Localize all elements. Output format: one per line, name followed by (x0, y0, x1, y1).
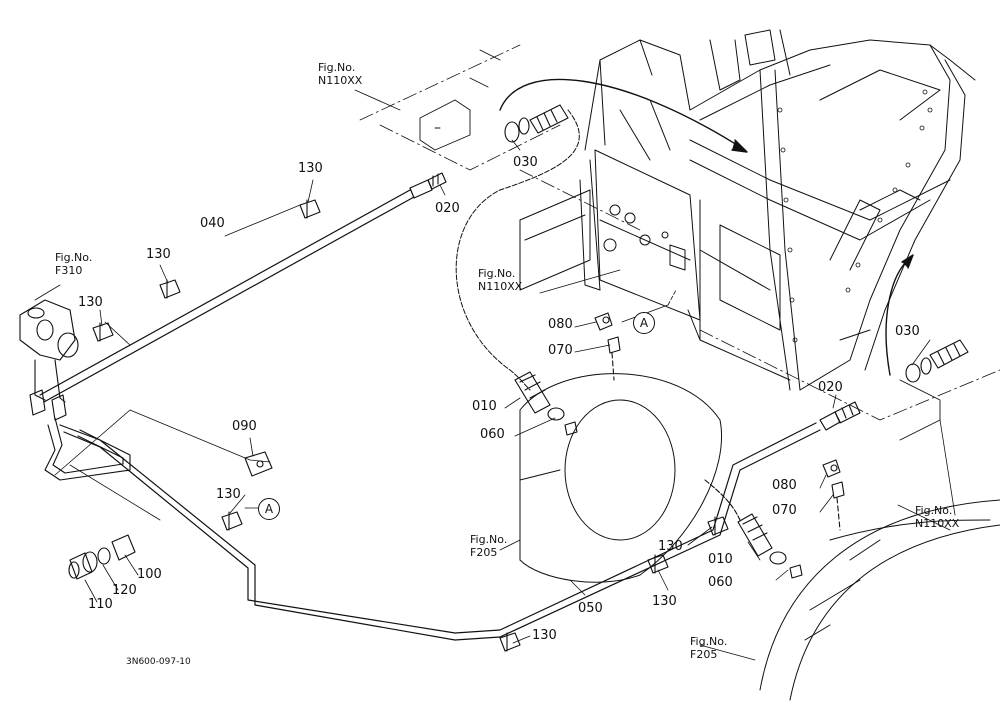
fig-ref-line1: Fig.No. (915, 504, 953, 517)
fig-ref-f205-mid: Fig.No. F205 (470, 533, 508, 559)
part-label-090: 090 (232, 419, 257, 434)
fitting-030-top (504, 104, 569, 143)
part-label-020: 020 (818, 380, 843, 395)
tube-loop (44, 417, 131, 481)
fitting-020-top (427, 172, 447, 190)
part-label-010: 010 (472, 399, 497, 414)
part-label-120: 120 (112, 583, 137, 598)
fig-ref-line2: F205 (690, 647, 718, 661)
part-label-070: 070 (772, 503, 797, 518)
view-marker-a: A (258, 498, 280, 520)
clip-130-a (299, 199, 321, 219)
part-label-110: 110 (88, 597, 113, 612)
fig-ref-f205-bottom: Fig.No. F205 (690, 635, 728, 661)
part-label-050: 050 (578, 601, 603, 616)
bracket-panel (519, 149, 701, 321)
fig-ref-f310: Fig.No. F310 (55, 251, 93, 277)
fig-ref-line1: Fig.No. (55, 251, 93, 264)
drawing-number: 3N600-097-10 (126, 657, 191, 667)
part-label-130: 130 (78, 295, 103, 310)
fig-ref-n110xx-mid: Fig.No. N110XX (478, 267, 523, 293)
move-arrows (499, 78, 914, 376)
hose-end-010-mid (514, 371, 578, 436)
part-label-030: 030 (513, 155, 538, 170)
hose-end-010-right (704, 479, 803, 579)
part-label-060: 060 (708, 575, 733, 590)
fig-ref-line1: Fig.No. (318, 61, 356, 74)
part-label-020: 020 (435, 201, 460, 216)
part-label-100: 100 (137, 567, 162, 582)
floor-panel-outline (419, 49, 941, 441)
part-label-130: 130 (658, 539, 683, 554)
fig-ref-line1: Fig.No. (690, 635, 728, 648)
part-label-130: 130 (652, 594, 677, 609)
clip-130-c (92, 322, 114, 342)
part-label-130: 130 (532, 628, 557, 643)
part-label-080: 080 (772, 478, 797, 493)
part-label-040: 040 (200, 216, 225, 231)
fitting-080-070-right (822, 459, 845, 531)
part-label-080: 080 (548, 317, 573, 332)
clip-130-b (159, 279, 181, 299)
cab-frame-holes (777, 89, 933, 343)
fender-right (759, 499, 1000, 701)
part-label-030: 030 (895, 324, 920, 339)
clip-130-e (707, 516, 729, 536)
part-label-130: 130 (146, 247, 171, 262)
valve-block (19, 299, 79, 421)
fitting-020-right (834, 401, 861, 424)
cab-frame (584, 29, 976, 391)
fig-ref-line2: N110XX (478, 279, 523, 293)
fig-ref-line1: Fig.No. (470, 533, 508, 546)
fig-ref-line1: Fig.No. (478, 267, 516, 280)
clip-130-d (221, 511, 243, 531)
part-label-070: 070 (548, 343, 573, 358)
fender (519, 373, 722, 583)
tube-040 (39, 179, 433, 403)
part-label-130: 130 (216, 487, 241, 502)
fig-ref-line2: N110XX (915, 516, 960, 530)
fig-ref-n110xx-top: Fig.No. N110XX (318, 61, 363, 87)
view-marker-a: A (633, 312, 655, 334)
fitting-100-120-110 (68, 534, 136, 580)
part-label-130: 130 (298, 161, 323, 176)
fitting-080-070-mid (594, 312, 621, 381)
tube-050 (59, 411, 841, 641)
leader-lines (34, 89, 956, 661)
hose-mid (455, 109, 580, 391)
part-label-010: 010 (708, 552, 733, 567)
bracket-090 (244, 451, 273, 477)
fig-ref-line2: N110XX (318, 73, 363, 87)
fig-ref-line2: F205 (470, 545, 498, 559)
floor-panel (359, 44, 1000, 421)
clip-130-f (647, 554, 669, 574)
part-label-060: 060 (480, 427, 505, 442)
fig-ref-line2: F310 (55, 263, 83, 277)
clip-130-g (499, 632, 521, 652)
fig-ref-n110xx-right: Fig.No. N110XX (915, 504, 960, 530)
